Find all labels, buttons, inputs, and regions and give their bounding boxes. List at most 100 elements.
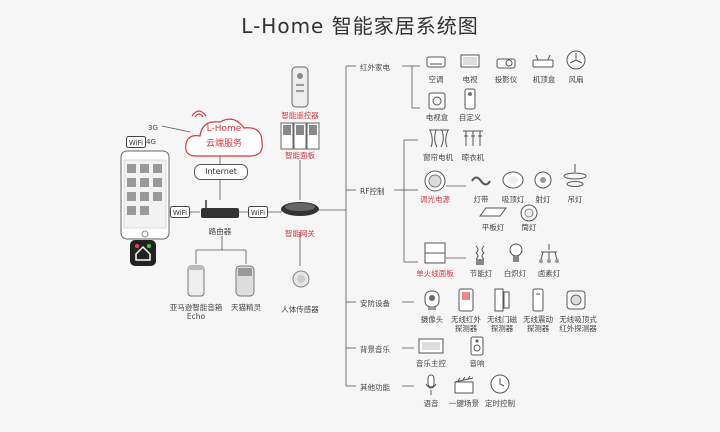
music-speaker: 音响 <box>469 359 485 368</box>
internet-label: Internet <box>194 164 248 180</box>
wifi-router-left-icon: WiFi <box>170 206 190 218</box>
spotlight-icon <box>534 171 552 189</box>
rf-curtain: 窗帘电机 <box>423 153 453 162</box>
light-strip-icon <box>471 176 491 186</box>
single-fire-panel-icon <box>424 242 446 264</box>
net-4g-label: 4G <box>146 138 156 146</box>
net-3g-label: 3G <box>148 124 158 132</box>
category-ir: 红外家电 <box>360 63 390 72</box>
rf-ceiling: 吸顶灯 <box>501 195 525 204</box>
chandelier-icon <box>563 164 587 187</box>
security-vibration-1: 无线震动 <box>523 315 553 324</box>
ir-item-stb: 机顶盒 <box>532 75 556 84</box>
panel-light-icon <box>479 207 507 217</box>
router-label: 路由器 <box>208 227 232 236</box>
panel-label: 智能面板 <box>285 151 315 160</box>
cloud-title: L-Home <box>206 124 242 134</box>
ir-detector-icon <box>458 288 474 312</box>
rf-chandelier: 吊灯 <box>567 195 583 204</box>
rf-panel-light: 平板灯 <box>481 223 505 232</box>
curtain-motor-icon <box>429 129 449 148</box>
other-timer: 定时控制 <box>485 399 515 408</box>
gateway-label: 智能网关 <box>285 229 315 238</box>
speaker-icon <box>470 336 484 356</box>
echo-model-label: Echo <box>186 312 206 321</box>
rf-downlight: 筒灯 <box>521 223 537 232</box>
wifi-badge-icon: WiFi <box>126 136 146 148</box>
dimmer-icon <box>424 170 446 192</box>
rf-single-fire: 单火线面板 <box>416 269 454 278</box>
rf-incandescent: 白炽灯 <box>503 269 527 278</box>
sensor-label: 人体传感器 <box>281 305 319 314</box>
wireless-signal-icon <box>191 110 207 118</box>
clothes-dryer-icon <box>463 130 483 146</box>
wifi-router-right-icon: WiFi <box>248 206 268 218</box>
ir-item-custom: 自定义 <box>458 113 482 122</box>
scene-clapper-icon <box>454 376 474 394</box>
ir-item-projector: 投影仪 <box>494 75 518 84</box>
category-other: 其他功能 <box>360 383 390 392</box>
security-ceiling-ir-2: 红外探测器 <box>559 324 597 333</box>
door-sensor-icon <box>494 288 510 312</box>
svg-text:WiFi: WiFi <box>129 139 143 147</box>
vibration-sensor-icon <box>532 288 544 312</box>
category-security: 安防设备 <box>360 299 390 308</box>
svg-text:WiFi: WiFi <box>251 209 265 217</box>
ceiling-light-icon <box>502 171 524 189</box>
app-home-icon <box>130 240 156 266</box>
tmall-label: 天猫精灵 <box>231 303 261 312</box>
rf-dimmer: 调光电源 <box>420 195 450 204</box>
echo-label: 亚马逊智能音箱 <box>169 303 223 312</box>
security-ir-1: 无线红外 <box>451 315 481 324</box>
rf-spot: 射灯 <box>535 195 551 204</box>
music-host-icon <box>418 338 444 354</box>
energy-saving-bulb-icon <box>475 245 485 265</box>
tv-icon <box>460 54 480 68</box>
downlight-icon <box>520 204 538 222</box>
air-conditioner-icon <box>426 56 446 68</box>
custom-remote-icon <box>464 88 476 110</box>
cloud-icon <box>185 118 263 157</box>
rf-dryer: 晾衣机 <box>461 153 485 162</box>
security-door-1: 无线门磁 <box>487 315 517 324</box>
security-camera: 摄像头 <box>420 315 444 324</box>
router-icon <box>201 200 239 218</box>
set-top-box-icon <box>532 54 554 68</box>
incandescent-bulb-icon <box>509 243 523 262</box>
projector-icon <box>496 58 516 69</box>
tv-box-icon <box>428 92 446 110</box>
ir-item-fan: 风扇 <box>568 75 584 84</box>
category-rf: RF控制 <box>360 187 385 196</box>
ceiling-ir-detector-icon <box>566 290 586 310</box>
ir-item-ac: 空调 <box>428 75 444 84</box>
camera-icon <box>424 290 440 310</box>
tmall-speaker-icon <box>235 265 255 297</box>
security-ir-2: 探测器 <box>454 324 478 333</box>
voice-mic-icon <box>425 374 437 395</box>
halogen-lamp-icon <box>539 244 559 263</box>
motion-sensor-icon <box>292 270 310 288</box>
echo-speaker-icon <box>187 265 205 297</box>
svg-text:WiFi: WiFi <box>173 209 187 217</box>
fan-icon <box>566 50 586 70</box>
category-music: 背景音乐 <box>360 345 390 354</box>
rf-strip: 灯带 <box>473 195 489 204</box>
gateway-icon <box>281 202 319 216</box>
music-host: 音乐主控 <box>416 359 446 368</box>
cloud-service-label: 云端服务 <box>205 139 242 149</box>
rf-energy: 节能灯 <box>469 269 493 278</box>
smartphone-icon <box>120 150 170 240</box>
remote-label: 智能遥控器 <box>281 111 319 120</box>
rf-halogen: 卤素灯 <box>537 269 561 278</box>
page-title: L-Home 智能家居系统图 <box>241 14 479 38</box>
other-voice: 语音 <box>423 399 439 408</box>
security-vibration-2: 探测器 <box>526 324 550 333</box>
ir-item-tv: 电视 <box>462 75 478 84</box>
security-ceiling-ir-1: 无线吸顶式 <box>559 315 597 324</box>
other-scene: 一键场景 <box>449 399 479 408</box>
smart-panel-icon <box>280 122 320 150</box>
security-door-2: 探测器 <box>490 324 514 333</box>
remote-control-icon <box>291 66 309 108</box>
ir-item-tvbox: 电视盒 <box>425 113 449 122</box>
